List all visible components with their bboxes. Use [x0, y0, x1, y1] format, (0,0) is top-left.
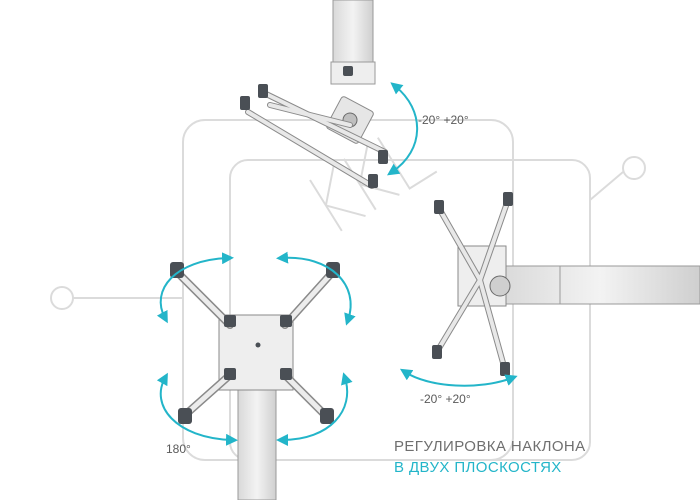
left-angle-label: 180°	[166, 442, 191, 456]
tilt-arrow-right	[399, 368, 518, 387]
right-side-mount	[399, 192, 700, 387]
caption-line-2: В ДВУХ ПЛОСКОСТЯХ	[394, 459, 562, 476]
rotate-arrow-top-left	[156, 252, 234, 324]
tilt-arrow-top	[387, 82, 419, 176]
right-angle-label: -20° +20°	[420, 392, 471, 406]
caption-line-1: РЕГУЛИРОВКА НАКЛОНА	[394, 438, 586, 455]
left-front-mount	[156, 251, 356, 500]
rotate-arrow-bottom-left	[156, 372, 238, 446]
rotate-arrow-top-right	[276, 251, 356, 326]
top-ceiling-mount	[240, 0, 419, 189]
rotate-arrow-bottom-right	[276, 372, 353, 446]
top-angle-label: -20° +20°	[418, 113, 469, 127]
